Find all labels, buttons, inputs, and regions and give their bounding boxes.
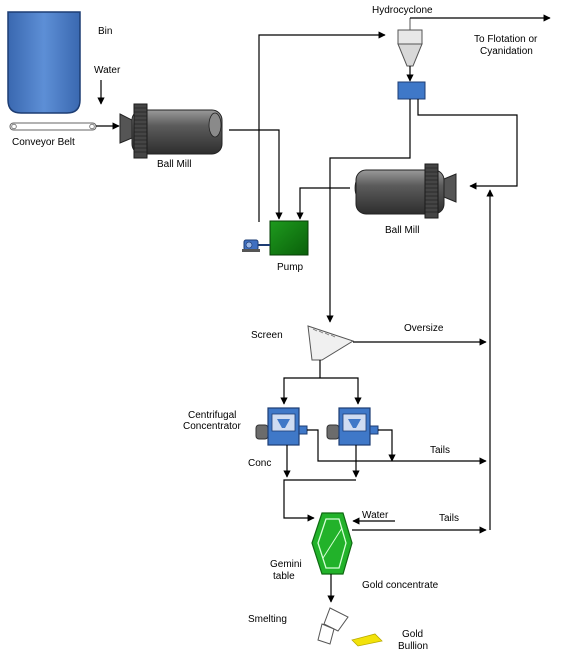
- bin: [7, 11, 81, 114]
- conc1-tails-line: [307, 429, 487, 465]
- mill1-to-pump-line: [229, 129, 283, 220]
- hydrocyclone-box: [397, 81, 426, 100]
- water-label-gemini: Water: [362, 510, 389, 521]
- conveyor-belt-label: Conveyor Belt: [12, 137, 75, 148]
- smelting-crucible: [317, 607, 349, 645]
- gold-line2: Bullion: [398, 641, 428, 652]
- oversize-label: Oversize: [404, 323, 444, 334]
- conveyor-belt: [9, 122, 97, 131]
- ball-mill-2: [354, 163, 457, 219]
- gemini-line1: Gemini: [270, 559, 302, 570]
- pump-label: Pump: [277, 262, 304, 273]
- water-label-top: Water: [94, 65, 121, 76]
- centrifugal-line1: Centrifugal: [188, 410, 236, 421]
- screen-label: Screen: [251, 330, 283, 341]
- split-left-arrow: [280, 377, 320, 405]
- bin-label: Bin: [98, 26, 112, 37]
- ball-mill-1-label: Ball Mill: [157, 159, 191, 170]
- gemini-table: [311, 512, 353, 575]
- centrifugal-line2: Concentrator: [183, 421, 241, 432]
- to-flotation-line2: Cyanidation: [480, 46, 533, 57]
- tails-label-1: Tails: [430, 445, 450, 456]
- conc-to-gemini-line: [283, 479, 356, 522]
- gold-bullion: [351, 633, 383, 647]
- pump-to-hydrocyclone-line: [258, 31, 386, 222]
- centrifugal-concentrator-2: [326, 407, 379, 446]
- centrifugal-concentrator-1: [255, 407, 308, 446]
- ball-mill-1: [119, 103, 223, 159]
- pump: [242, 220, 309, 256]
- tails-label-2: Tails: [439, 513, 459, 524]
- mill2-to-pump-line: [296, 187, 350, 220]
- ball-mill-2-label: Ball Mill: [385, 225, 419, 236]
- gemini-line2: table: [273, 571, 295, 582]
- hydrocyclone-to-screen-line: [326, 99, 411, 323]
- gold-line1: Gold: [402, 629, 423, 640]
- hydrocyclone: [397, 18, 423, 67]
- conc2-tails-line: [378, 429, 396, 462]
- to-flotation-line1: To Flotation or: [474, 34, 538, 45]
- gold-concentrate-label: Gold concentrate: [362, 580, 439, 591]
- hydrocyclone-to-mill2-line: [417, 99, 518, 190]
- split-right-arrow: [320, 377, 362, 405]
- hydrocyclone-label: Hydrocyclone: [372, 5, 433, 16]
- conc-label: Conc: [248, 458, 271, 469]
- smelting-label: Smelting: [248, 614, 287, 625]
- screen: [307, 325, 355, 361]
